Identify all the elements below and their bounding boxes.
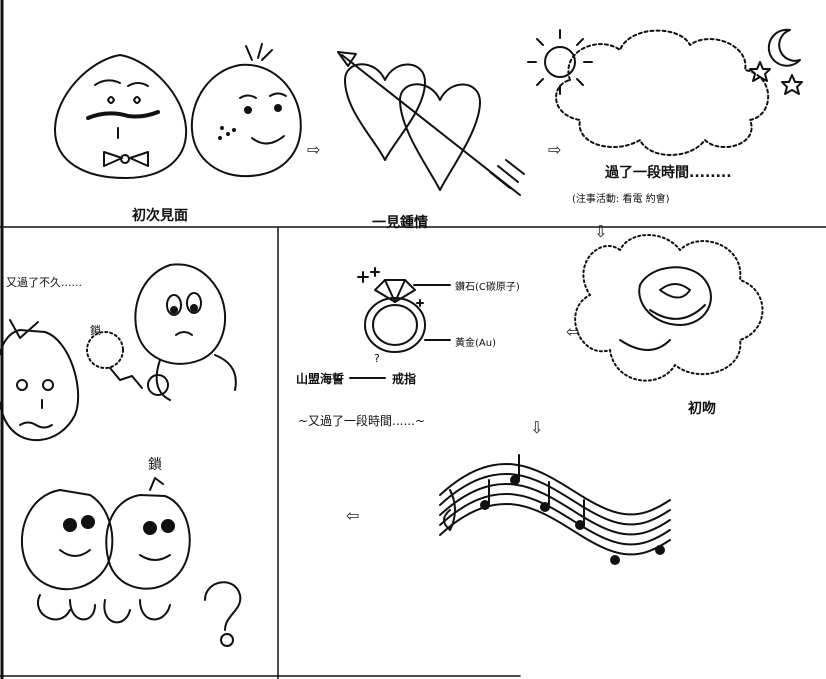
music-staff [439, 454, 671, 565]
caption-first-kiss: 初吻 [688, 401, 716, 417]
caption-activities: (注事活動: 看電 約會) [572, 194, 670, 205]
sad-face [0, 319, 80, 442]
label-gold: 黃金(Au) [455, 338, 496, 349]
girl-face [190, 43, 302, 178]
ring [349, 267, 451, 379]
caption-vow: 山盟海誓 [296, 372, 345, 386]
boy-face [54, 54, 188, 179]
worried-boy [134, 263, 237, 401]
caption-ring: 戒指 [392, 372, 417, 386]
caption-after-a-while: ~又過了一段時間......~ [298, 414, 425, 428]
caption-love-at-first-sight: 一見鍾情 [372, 215, 428, 231]
rose [574, 234, 764, 382]
label-question: ? [374, 352, 380, 365]
caption-soon-after: 又過了不久...... [6, 276, 82, 289]
label-diamond: 鑽石(C碳原子) [455, 282, 520, 293]
flow-arrow-5: ⇩ [530, 418, 544, 437]
lock [86, 331, 169, 396]
caption-first-meeting: 初次見面 [132, 208, 188, 224]
flow-arrow-1: ⇨ [307, 140, 321, 159]
flow-arrow-3: ⇩ [594, 222, 608, 241]
caption-time-passed: 過了一段時間........ [605, 165, 732, 181]
cloud-scene [527, 28, 803, 156]
label-lock: 鎖 [90, 324, 101, 337]
hearts-arrow [337, 51, 525, 196]
couple-faces [20, 477, 242, 647]
caption-lock-2: 鎖 [148, 457, 162, 473]
flow-arrow-2: ⇨ [548, 140, 562, 159]
flow-arrow-4: ⇦ [566, 322, 580, 341]
flow-arrow-6: ⇦ [346, 506, 360, 525]
